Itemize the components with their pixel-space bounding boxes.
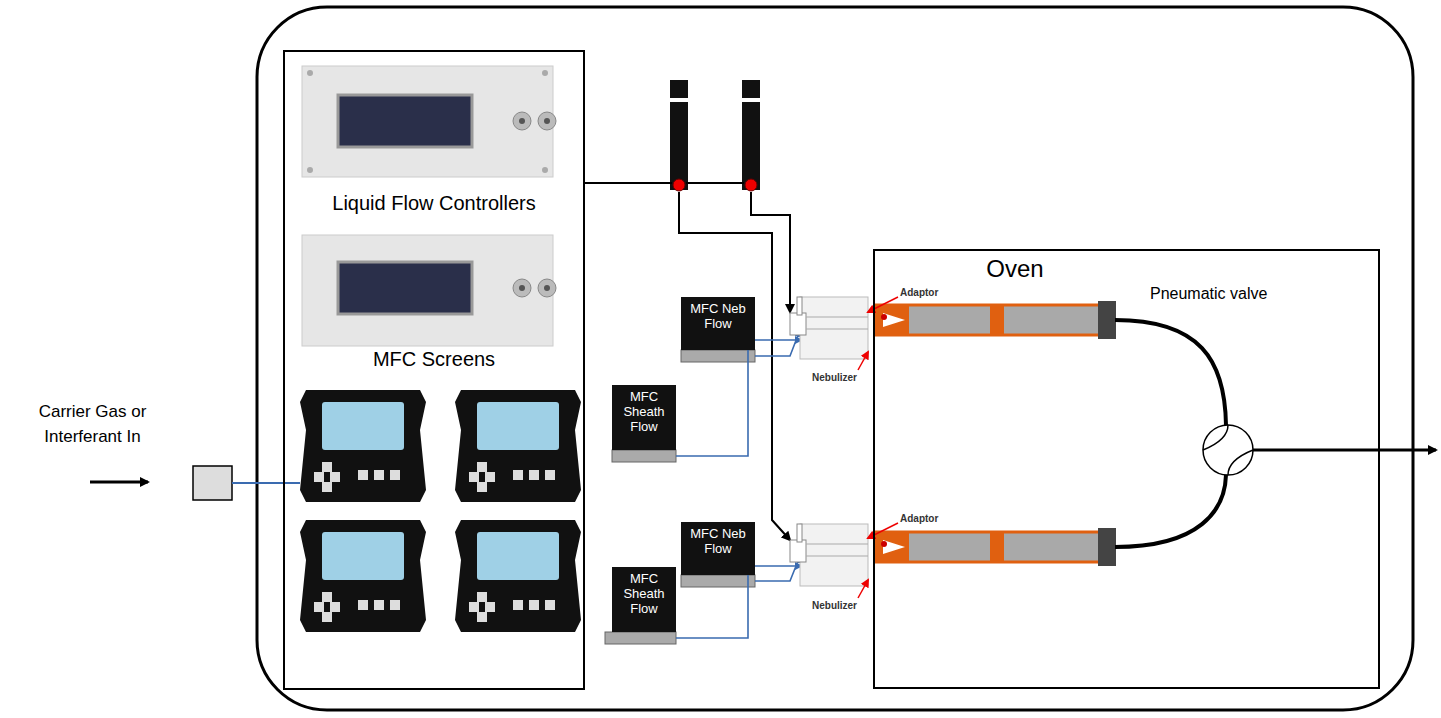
panel-label: Liquid Flow Controllers xyxy=(285,192,583,215)
liquid-flow-controller xyxy=(302,66,556,177)
panel-box: Liquid Flow ControllersMFC Screens xyxy=(283,50,585,690)
oven-box: Oven xyxy=(873,249,1380,689)
liquid-flow-sensor xyxy=(670,80,760,191)
mfc-label: MFC Sheath Flow xyxy=(612,567,676,620)
panel-label: MFC Screens xyxy=(285,348,583,371)
mfc-screen xyxy=(300,390,581,632)
mfc-box: MFC Sheath Flow xyxy=(612,385,676,450)
liquid-flow-controller xyxy=(302,235,556,346)
callout-label: Adaptor xyxy=(900,287,938,298)
callout-label: Nebulizer xyxy=(812,372,857,383)
callout-label: Adaptor xyxy=(900,513,938,524)
mfc-label: MFC Sheath Flow xyxy=(612,385,676,438)
nebulizer-assembly xyxy=(790,297,1116,586)
mfc-label: MFC Neb Flow xyxy=(681,522,755,560)
mfc-box: MFC Sheath Flow xyxy=(612,567,676,632)
mfc-label: MFC Neb Flow xyxy=(681,297,755,335)
inlet-label: Carrier Gas or Interferant In xyxy=(10,400,175,449)
callout-label: Nebulizer xyxy=(812,600,857,611)
pneumatic-valve xyxy=(1203,425,1253,475)
mfc-box: MFC Neb Flow xyxy=(681,522,755,575)
oven-title: Oven xyxy=(875,255,1155,283)
valve-label: Pneumatic valve xyxy=(1150,285,1267,303)
mfc-box: MFC Neb Flow xyxy=(681,297,755,350)
